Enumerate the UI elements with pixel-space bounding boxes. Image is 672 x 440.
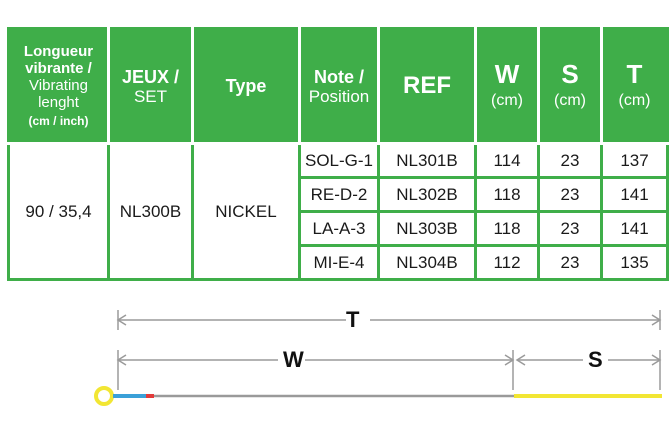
header-t-label: T (626, 59, 643, 89)
s-dimension-label: S (588, 347, 603, 372)
header-length-line2: vibrante / (25, 60, 92, 77)
s-cell: 23 (537, 244, 603, 281)
table-row: 90 / 35,4 NL300B NICKEL SOL-G-1 NL301B 1… (7, 142, 669, 281)
diagram-graphic (94, 310, 662, 406)
type-cell: NICKEL (191, 142, 301, 281)
t-cell: 141 (600, 210, 669, 247)
ref-cell: NL303B (377, 210, 477, 247)
header-set-line2: SET (133, 87, 168, 106)
s-cell: 23 (537, 142, 603, 179)
note-cell: MI-E-4 (298, 244, 380, 281)
header-w: W (cm) (474, 27, 540, 145)
header-row: Longueur vibrante / Vibrating lenght (cm… (7, 27, 669, 145)
header-s: S (cm) (537, 27, 603, 145)
t-cell: 137 (600, 142, 669, 179)
header-length: Longueur vibrante / Vibrating lenght (cm… (7, 27, 110, 145)
w-dimension-label: W (283, 347, 304, 372)
table-row: RE-D-2 NL302B 118 23 141 (9, 176, 669, 213)
w-cell: 118 (474, 176, 540, 213)
table-row: LA-A-3 NL303B 118 23 141 (9, 210, 669, 247)
header-s-unit: (cm) (554, 92, 586, 109)
note-cell: SOL-G-1 (298, 142, 380, 179)
header-note-line1: Note / (313, 67, 364, 87)
w-cell: 114 (474, 142, 540, 179)
guitar-string (94, 386, 662, 406)
set-cell: NL300B (107, 142, 194, 281)
note-cell: LA-A-3 (298, 210, 380, 247)
header-type-label: Type (225, 75, 267, 96)
s-dimension-line (515, 350, 662, 390)
string-spec-table: Longueur vibrante / Vibrating lenght (cm… (7, 27, 669, 281)
t-dimension-line (116, 310, 662, 330)
header-w-unit: (cm) (491, 92, 523, 109)
string-dimension-diagram: T W S (0, 300, 672, 430)
table-row: MI-E-4 NL304B 112 23 135 (9, 244, 669, 281)
header-note: Note / Position (298, 27, 380, 145)
header-ref: REF (377, 27, 477, 145)
w-dimension-line (116, 350, 515, 390)
w-cell: 112 (474, 244, 540, 281)
ref-cell: NL304B (377, 244, 477, 281)
t-cell: 141 (600, 176, 669, 213)
t-dimension-label: T (346, 307, 360, 332)
header-s-label: S (561, 59, 579, 89)
header-length-unit: (cm / inch) (28, 114, 89, 128)
header-length-line4: lenght (38, 94, 79, 111)
header-w-label: W (494, 59, 520, 89)
header-t-unit: (cm) (618, 92, 651, 109)
t-cell: 135 (600, 244, 669, 281)
header-t: T (cm) (600, 27, 669, 145)
header-length-line3: Vibrating (29, 77, 88, 94)
note-cell: RE-D-2 (298, 176, 380, 213)
header-set: JEUX / SET (107, 27, 194, 145)
ref-cell: NL302B (377, 176, 477, 213)
s-cell: 23 (537, 210, 603, 247)
length-cell: 90 / 35,4 (7, 142, 110, 281)
header-set-line1: JEUX / (121, 67, 180, 87)
ball-end-ring (94, 386, 114, 406)
w-cell: 118 (474, 210, 540, 247)
header-note-line2: Position (308, 87, 370, 106)
header-length-line1: Longueur (23, 43, 94, 60)
header-type: Type (191, 27, 301, 145)
s-cell: 23 (537, 176, 603, 213)
header-ref-label: REF (403, 72, 451, 99)
ref-cell: NL301B (377, 142, 477, 179)
